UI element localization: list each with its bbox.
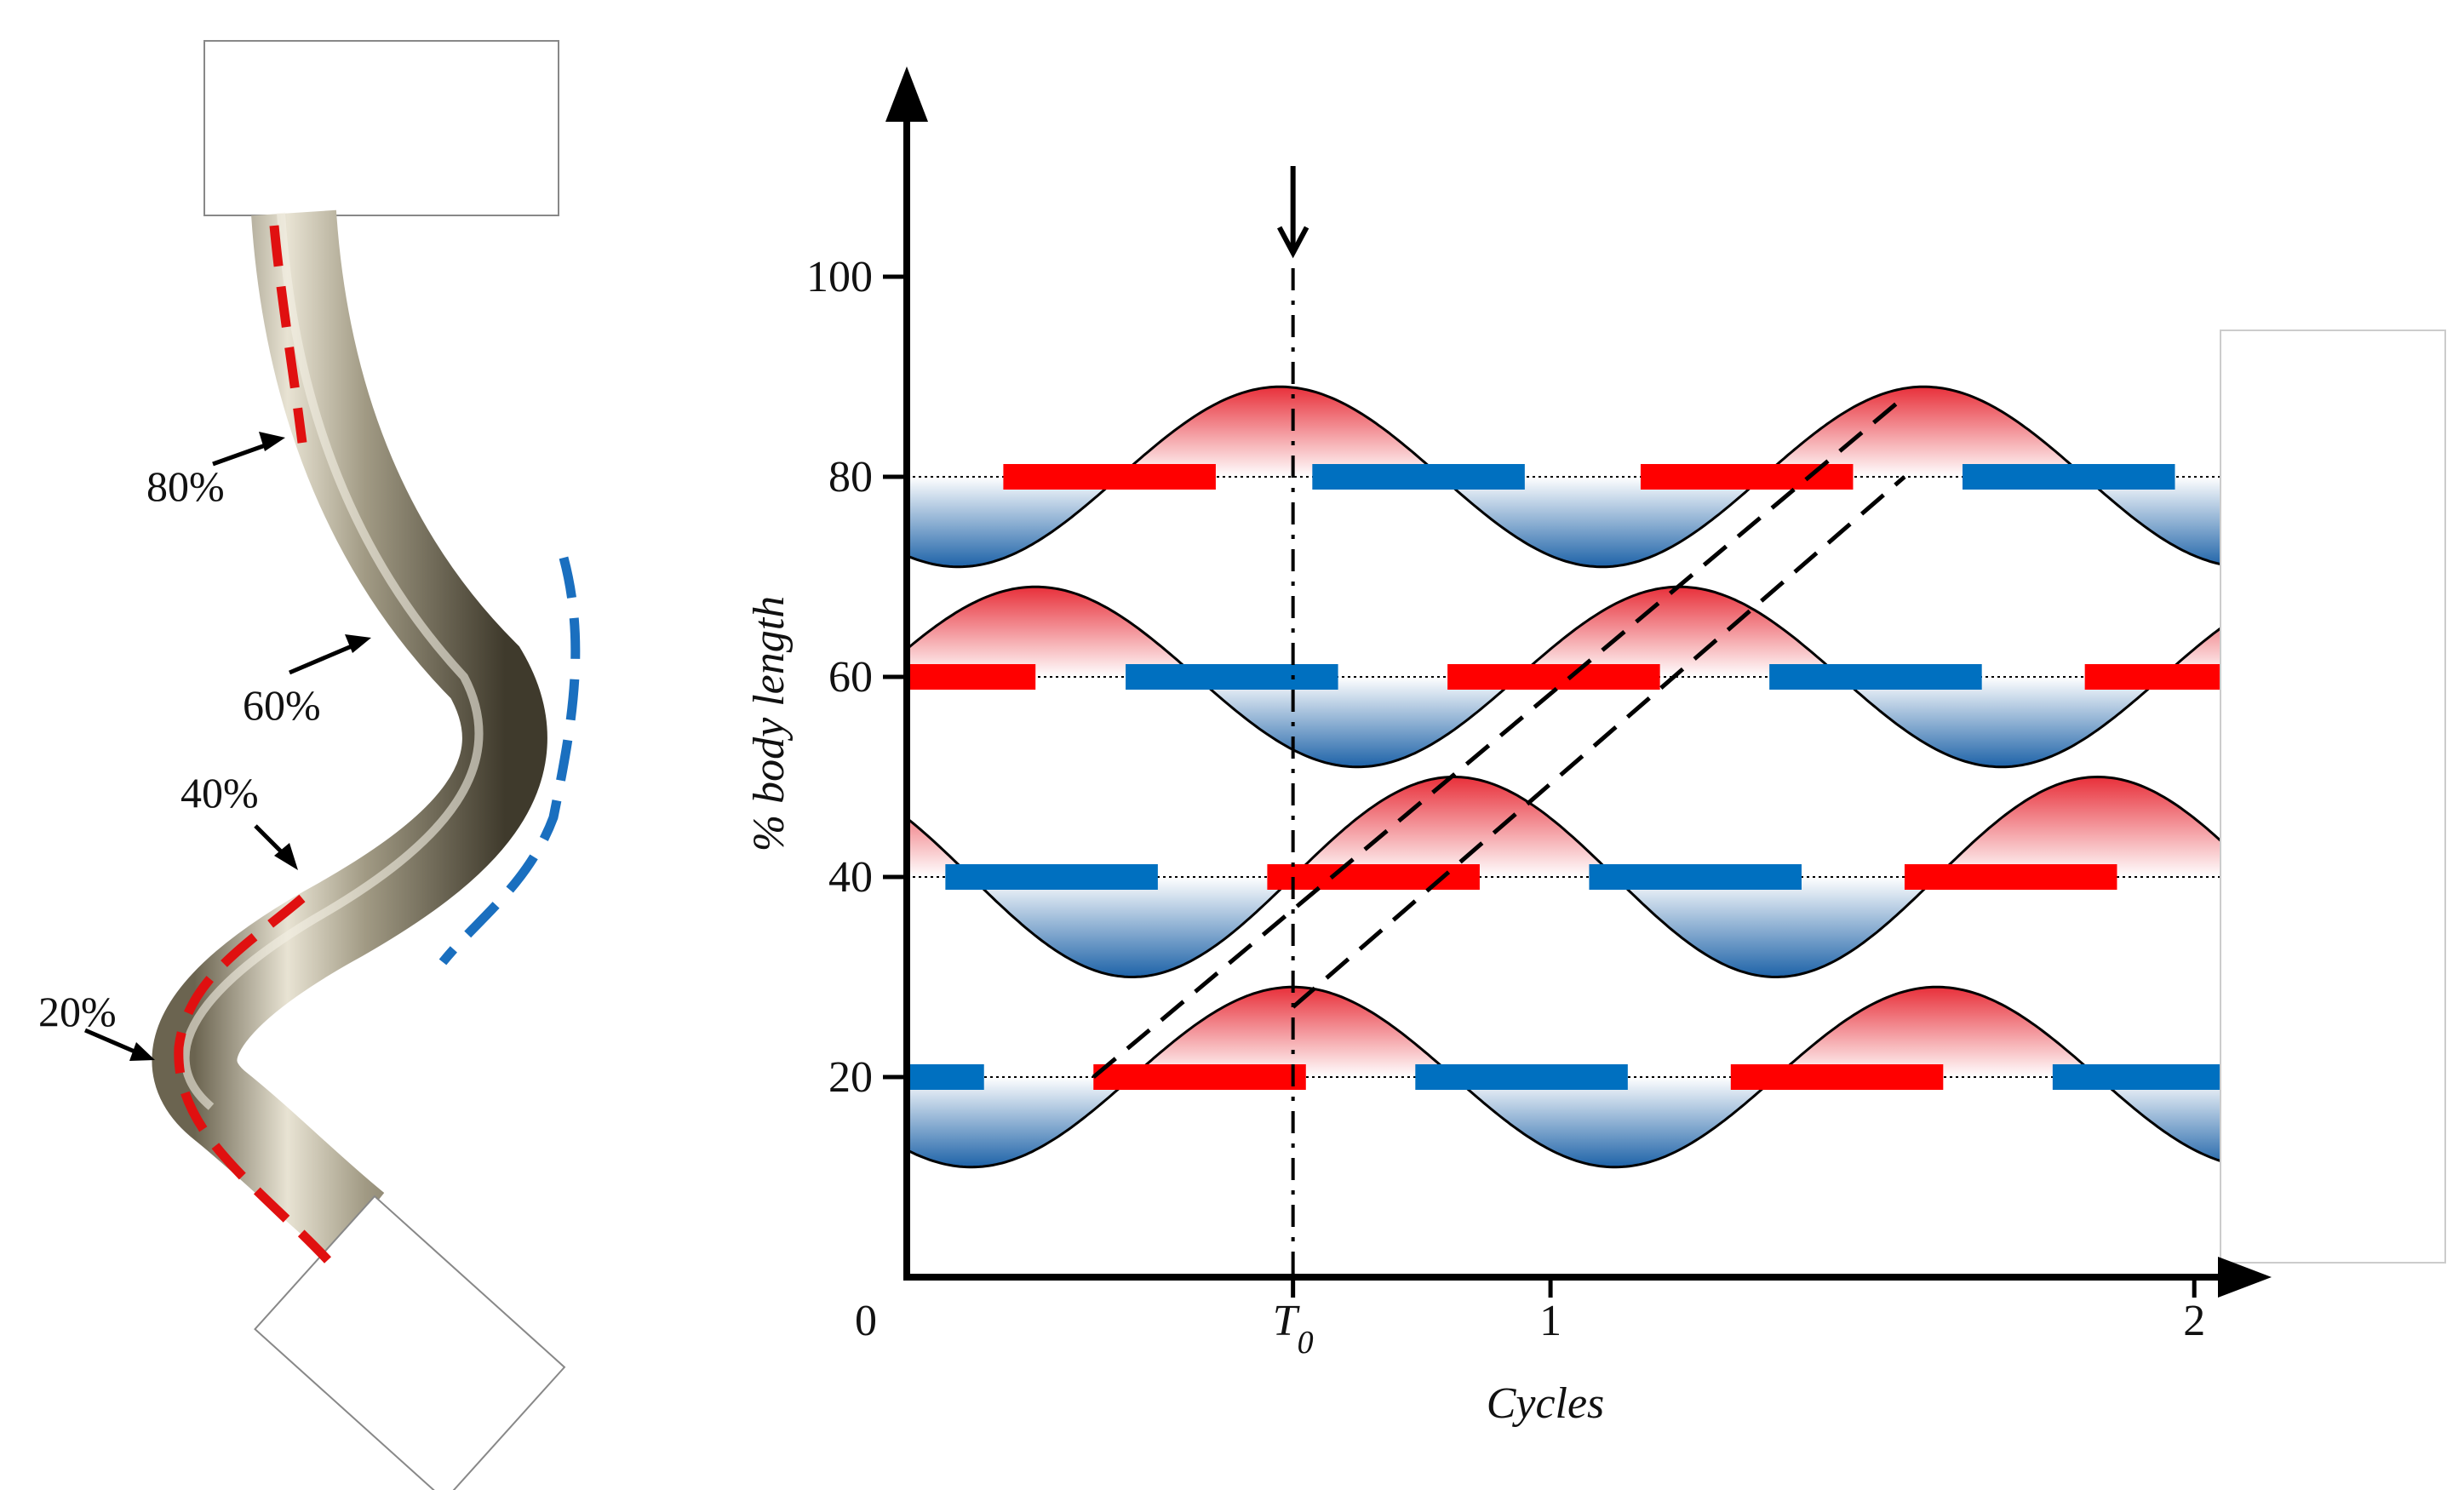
label-60-percent: 60% — [243, 681, 321, 729]
zero-lines — [907, 476, 2226, 1078]
x-axis-arrowhead — [2218, 1257, 2272, 1298]
red-dash-lower — [174, 894, 331, 1264]
blue-activation-bar — [2052, 1064, 2226, 1090]
blue-activation-bar — [1415, 1064, 1628, 1090]
arrow-20 — [84, 1028, 155, 1061]
x-tick-subscript: 0 — [1298, 1325, 1314, 1361]
flexible-body-highlight — [181, 212, 484, 1110]
down-arrow-icon — [1277, 166, 1309, 259]
x-tick-label: 1 — [1539, 1297, 1561, 1345]
label-40-percent: 40% — [181, 769, 259, 817]
blue-activation-bar — [945, 864, 1158, 890]
label-80-percent: 80% — [146, 462, 225, 510]
red-activation-bar — [2084, 664, 2226, 690]
positive-lobe-fill — [907, 387, 2226, 477]
red-dash-upper — [269, 225, 307, 444]
x-tick-label: T0 — [1273, 1297, 1314, 1361]
arrow-60 — [289, 634, 371, 675]
label-20-percent: 20% — [38, 988, 117, 1035]
blue-activation-bar — [1126, 664, 1338, 690]
y-tick-label: 60 — [828, 653, 873, 702]
dashed-phase-line — [1292, 475, 1906, 1009]
y-tick-label: 20 — [828, 1053, 873, 1102]
y-axis-arrowhead — [885, 66, 928, 122]
x-tick-label: 2 — [2183, 1297, 2205, 1345]
dashed-phase-lines — [1092, 395, 1906, 1079]
axes — [885, 66, 2272, 1298]
y-tick-label: 40 — [828, 853, 873, 902]
red-activation-bar — [1904, 864, 2117, 890]
masking-block — [2220, 330, 2446, 1264]
blue-activation-bar — [1769, 664, 1982, 690]
wave-curve-40 — [906, 775, 2228, 978]
x-axis-title: Cycles — [1487, 1379, 1605, 1428]
y-tick-label: 80 — [828, 453, 873, 501]
red-activation-bar — [1730, 1064, 1944, 1090]
positive-lobe-fill — [907, 987, 2226, 1077]
positive-lobe-fill — [907, 587, 2226, 677]
blue-activation-bar — [907, 1064, 984, 1090]
activation-bars — [907, 464, 2226, 1090]
negative-lobe-fill — [907, 877, 2226, 977]
body-illustration: 80% 60% 40% 20% — [38, 40, 581, 1490]
top-clamp-block — [203, 40, 559, 216]
negative-lobe-fill — [907, 677, 2226, 767]
wave-curve-60 — [906, 585, 2227, 769]
y-tick-label: 100 — [806, 253, 873, 301]
blue-activation-bar — [1312, 464, 1525, 490]
t0-marker — [1277, 166, 1309, 1277]
row-fills — [907, 387, 2226, 1167]
x-tick-label: 0 — [855, 1297, 877, 1345]
blue-activation-bar — [1589, 864, 1802, 890]
blue-activation-bar — [1963, 464, 2175, 490]
red-activation-bar — [1093, 1064, 1306, 1090]
red-activation-bar — [1447, 664, 1660, 690]
red-activation-bar — [1003, 464, 1216, 490]
y-ticks: 20 40 60 80 100 — [806, 253, 907, 1102]
blue-dash-right — [438, 556, 581, 966]
bottom-clamp-block — [254, 1195, 566, 1490]
negative-lobe-fill — [907, 1077, 2226, 1167]
arrow-40 — [254, 824, 298, 870]
red-activation-bar — [907, 664, 1036, 690]
flexible-body-shape — [152, 209, 547, 1260]
red-activation-bar — [1267, 864, 1480, 890]
y-axis-title: % body length — [745, 596, 794, 851]
arrow-80 — [212, 432, 285, 467]
negative-lobe-fill — [907, 477, 2226, 567]
